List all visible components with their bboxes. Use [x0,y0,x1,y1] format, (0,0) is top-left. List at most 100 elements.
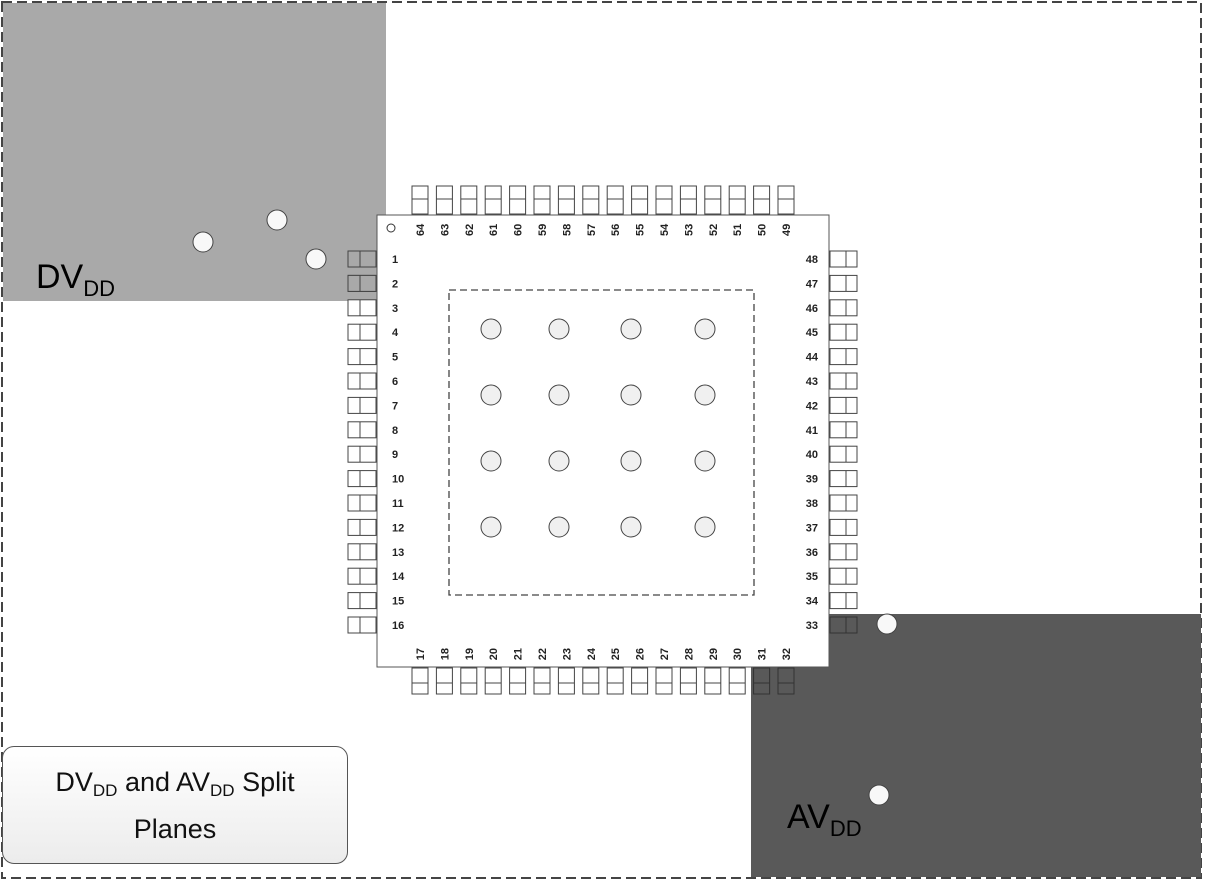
bottom-pad [606,667,624,695]
left-pad [347,592,377,610]
bottom-pad [435,667,453,695]
pin-number-right: 43 [806,376,818,388]
pad-outline [582,185,600,215]
pad-outline [777,667,795,695]
right-pad [829,592,858,610]
dvdd-via [192,231,214,253]
bottom-pad [704,667,722,695]
pad-outline [509,185,527,215]
pad-outline [509,667,527,695]
left-pad [347,543,377,561]
pin-number-top: 62 [464,224,476,236]
top-pad [557,185,575,215]
pin-pads-overlay [347,250,858,695]
pad-outline [829,421,858,439]
right-pad [829,421,858,439]
caption-dd-1: DD [92,780,118,800]
pad-outline [753,667,771,695]
top-pad [509,185,527,215]
ic-body [376,214,830,668]
bottom-pad-on-plane [753,667,771,695]
pin1-marker [386,223,396,233]
pin-number-bottom: 17 [415,648,427,660]
right-pad [829,372,858,390]
left-pad [347,323,377,341]
pin-number-right: 41 [806,425,818,437]
pin-number-right: 36 [806,547,818,559]
top-pad [582,185,600,215]
top-pad [679,185,697,215]
pin-number-right: 35 [806,571,818,583]
pad-outline [829,470,858,488]
left-pad-on-plane [347,250,377,268]
pin-number-left: 13 [392,547,404,559]
pin-number-top: 59 [537,224,549,236]
pin-number-left: 12 [392,522,404,534]
pad-outline [829,396,858,414]
bottom-pad [509,667,527,695]
thermal-via [694,516,716,538]
pin-number-left: 3 [392,303,398,315]
pad-outline [460,667,478,695]
pad-outline [347,616,377,634]
pad-outline [411,185,429,215]
thermal-via [620,450,642,472]
left-pad [347,518,377,536]
pin-number-left: 2 [392,278,398,290]
dvdd-via [305,248,327,270]
pad-outline [347,567,377,585]
bottom-pad [460,667,478,695]
pin-number-right: 48 [806,254,818,266]
pin-number-left: 5 [392,352,398,364]
pin-number-top: 50 [757,224,769,236]
left-pad [347,470,377,488]
pin-number-right: 40 [806,449,818,461]
pad-outline [655,667,673,695]
pad-outline [484,185,502,215]
right-pad [829,299,858,317]
pad-outline [631,667,649,695]
pin-number-bottom: 29 [708,648,720,660]
pad-outline [829,518,858,536]
pad-outline [829,592,858,610]
pad-outline [829,274,858,292]
pin-number-top: 58 [561,224,573,236]
pin-number-bottom: 19 [464,648,476,660]
pad-outline [829,567,858,585]
pad-outline [655,185,673,215]
top-pad [655,185,673,215]
thermal-vias [480,318,716,538]
pin-number-top: 64 [415,223,427,236]
pin-number-top: 63 [439,224,451,236]
pad-outline [347,250,377,268]
thermal-via [620,516,642,538]
pin-number-right: 45 [806,327,818,339]
caption-split: Split [234,766,295,797]
right-pad [829,567,858,585]
pin-number-bottom: 25 [610,648,622,660]
pin-number-top: 53 [683,224,695,236]
dvdd-label: DVDD [36,258,115,301]
pad-outline [829,445,858,463]
caption-dv: DV [55,766,93,797]
thermal-via [694,384,716,406]
pad-outline [829,372,858,390]
top-pad [460,185,478,215]
right-pad [829,323,858,341]
pin-number-bottom: 20 [488,648,500,660]
pin-number-top: 60 [513,224,525,236]
pad-outline [557,185,575,215]
pin-number-right: 34 [806,596,819,608]
pad-outline [704,667,722,695]
pad-outline [347,494,377,512]
dvdd-plane [3,3,386,301]
pad-outline [728,667,746,695]
pin-number-bottom: 27 [659,648,671,660]
pad-outline [829,494,858,512]
pad-outline [606,667,624,695]
pin-number-left: 16 [392,620,404,632]
pad-outline [829,250,858,268]
pad-outline [347,348,377,366]
